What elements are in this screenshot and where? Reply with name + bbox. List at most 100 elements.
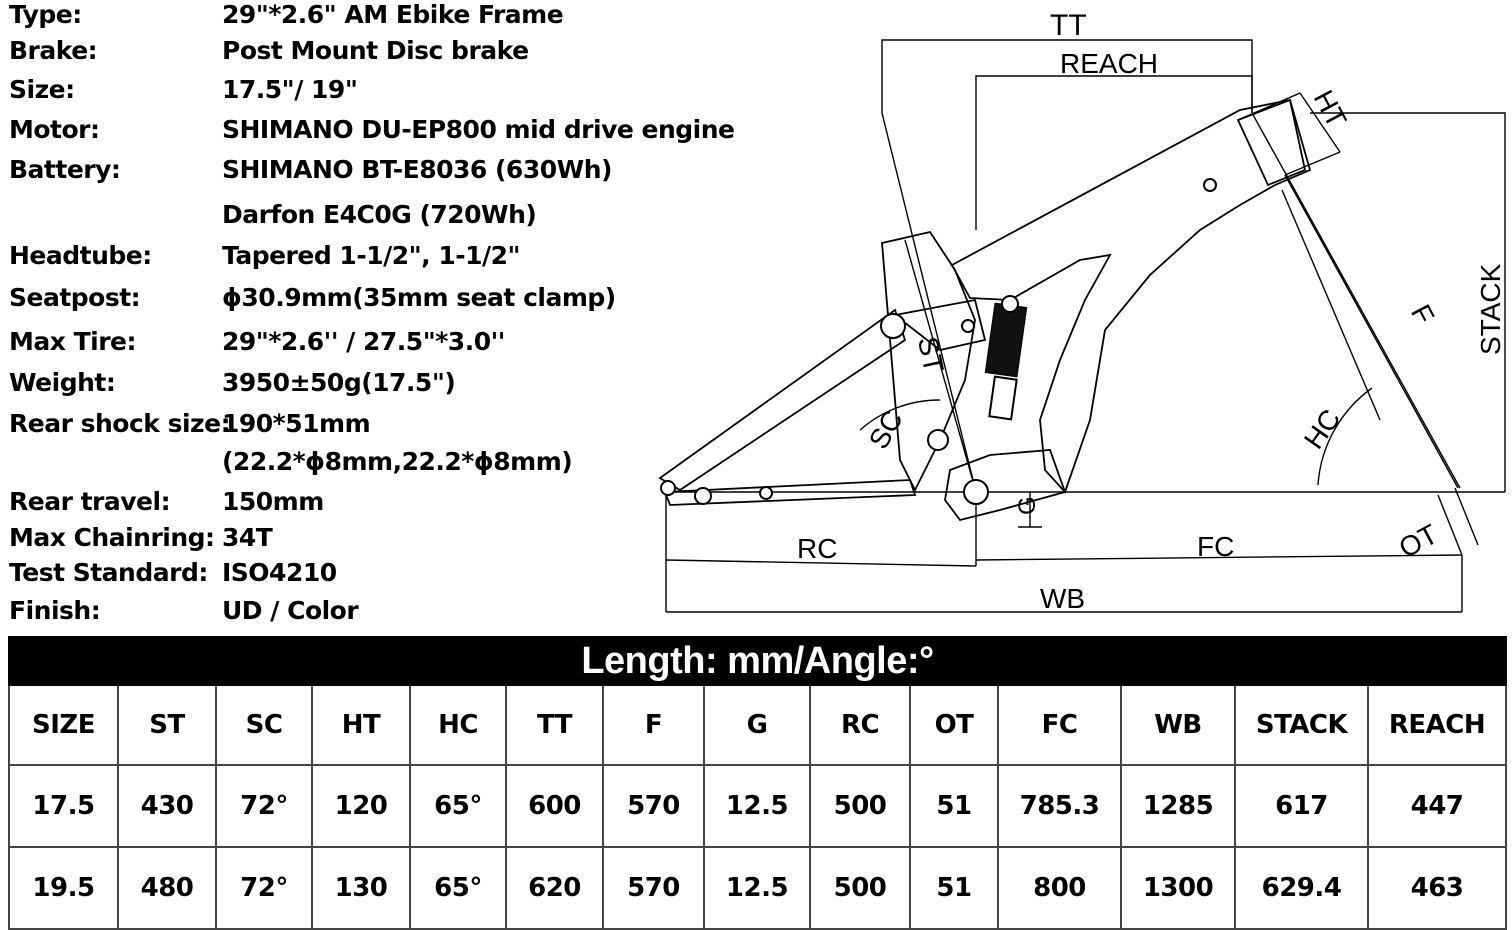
spec-value: 34T (222, 523, 273, 552)
spec-value: SHIMANO DU-EP800 mid drive engine (222, 115, 735, 144)
table-cell: 500 (809, 764, 911, 848)
label-tt: TT (1050, 9, 1087, 42)
spec-value: 190*51mm (222, 409, 371, 438)
column-header: F (602, 684, 705, 766)
spec-value: ISO4210 (222, 558, 337, 587)
spec-label: Max Chainring: (9, 523, 215, 552)
table-cell: 447 (1366, 764, 1508, 848)
spec-row-finish: Finish: UD / Color (0, 596, 760, 634)
units-banner: Length: mm/Angle:° (7, 636, 1508, 686)
spec-row-rear-travel: Rear travel: 150mm (0, 487, 760, 525)
column-header: SC (215, 684, 313, 766)
table-cell: 785.3 (997, 764, 1122, 848)
spec-row-motor: Motor: SHIMANO DU-EP800 mid drive engine (0, 115, 760, 153)
spec-row-type: Type: 29"*2.6" AM Ebike Frame (0, 0, 760, 38)
table-cell: 629.4 (1234, 846, 1369, 930)
pivot-icon (1203, 178, 1217, 192)
table-row: 17.5 430 72° 120 65° 600 570 12.5 500 51… (8, 764, 1508, 848)
spec-label: Test Standard: (9, 558, 208, 587)
spec-value: ϕ30.9mm(35mm seat clamp) (222, 283, 616, 312)
bottom-bracket-icon (963, 479, 989, 505)
spec-row-test-standard: Test Standard: ISO4210 (0, 558, 760, 596)
rear-shock-icon (984, 295, 1028, 421)
pivot-icon (927, 429, 949, 451)
column-header: TT (505, 684, 604, 766)
spec-label: Max Tire: (9, 327, 136, 356)
dimension-lines (665, 39, 1506, 613)
column-header: G (703, 684, 811, 766)
table-cell: 12.5 (703, 846, 811, 930)
column-header: OT (909, 684, 999, 766)
spec-value: (22.2*ϕ8mm,22.2*ϕ8mm) (222, 447, 573, 476)
frame-geometry-diagram: TT REACH HT STACK F HC ST SC G RC FC OT … (658, 9, 1506, 614)
spec-row-headtube: Headtube: Tapered 1-1/2", 1-1/2" (0, 241, 760, 279)
table-cell: 130 (311, 846, 411, 930)
spec-label: Size: (9, 75, 75, 104)
label-g: G (1014, 496, 1041, 515)
table-cell: 570 (602, 764, 705, 848)
pivot-icon (694, 487, 712, 505)
column-header: WB (1120, 684, 1236, 766)
spec-value: 17.5"/ 19" (222, 75, 358, 104)
table-header-row: SIZE ST SC HT HC TT F G RC OT FC WB STAC… (8, 684, 1508, 766)
table-cell: 17.5 (8, 764, 119, 848)
table-cell: 570 (602, 846, 705, 930)
spec-row-size: Size: 17.5"/ 19" (0, 75, 760, 113)
column-header: STACK (1234, 684, 1369, 766)
column-header: SIZE (8, 684, 119, 766)
table-cell: 430 (117, 764, 217, 848)
spec-value: Tapered 1-1/2", 1-1/2" (222, 241, 521, 270)
spec-value: 29"*2.6" AM Ebike Frame (222, 0, 564, 29)
table-cell: 800 (997, 846, 1122, 930)
column-header: HT (311, 684, 411, 766)
label-f: F (1405, 299, 1440, 329)
table-cell: 12.5 (703, 764, 811, 848)
label-ot: OT (1394, 518, 1443, 564)
table-cell: 19.5 (8, 846, 119, 930)
column-header: RC (809, 684, 911, 766)
table-cell: 65° (409, 764, 507, 848)
spec-label: Type: (9, 0, 82, 29)
label-fc: FC (1197, 531, 1234, 562)
spec-value: 3950±50g(17.5") (222, 368, 456, 397)
label-hc: HC (1298, 404, 1347, 455)
label-ht: HT (1308, 85, 1353, 133)
table-cell: 51 (909, 846, 999, 930)
spec-label: Headtube: (9, 241, 152, 270)
spec-row-max-chainring: Max Chainring: 34T (0, 523, 760, 561)
label-stack: STACK (1475, 263, 1506, 355)
spec-label: Motor: (9, 115, 100, 144)
table-cell: 600 (505, 764, 604, 848)
geometry-table: Length: mm/Angle:° SIZE ST SC HT HC TT F… (7, 636, 1508, 930)
rear-axle-icon (660, 480, 676, 496)
label-sc: SC (863, 405, 909, 454)
frame-outline (658, 98, 1312, 522)
table-cell: 72° (215, 846, 313, 930)
table-cell: 617 (1234, 764, 1369, 848)
pivot-icon (880, 313, 906, 339)
spec-label: Rear travel: (9, 487, 171, 516)
spec-value: Darfon E4C0G (720Wh) (222, 200, 537, 229)
table-row: 19.5 480 72° 130 65° 620 570 12.5 500 51… (8, 846, 1508, 930)
table-cell: 120 (311, 764, 411, 848)
label-rc: RC (797, 533, 837, 564)
spec-label: Brake: (9, 36, 98, 65)
spec-value: UD / Color (222, 596, 359, 625)
spec-row-brake: Brake: Post Mount Disc brake (0, 36, 760, 74)
column-header: REACH (1366, 684, 1508, 766)
label-st: ST (912, 334, 950, 375)
label-wb: WB (1040, 583, 1085, 614)
spec-label: Seatpost: (9, 283, 141, 312)
spec-row-weight: Weight: 3950±50g(17.5") (0, 368, 760, 406)
spec-row-rear-shock-detail: (22.2*ϕ8mm,22.2*ϕ8mm) (0, 447, 760, 485)
table-cell: 72° (215, 764, 313, 848)
table-cell: 463 (1366, 846, 1508, 930)
spec-label: Finish: (9, 596, 101, 625)
table-cell: 480 (117, 846, 217, 930)
frame-pivots (660, 178, 1217, 505)
pivot-icon (961, 319, 975, 333)
table-cell: 1285 (1120, 764, 1236, 848)
spec-row-battery-alt: Darfon E4C0G (720Wh) (0, 200, 760, 238)
spec-value: 29"*2.6'' / 27.5"*3.0'' (222, 327, 505, 356)
column-header: ST (117, 684, 217, 766)
